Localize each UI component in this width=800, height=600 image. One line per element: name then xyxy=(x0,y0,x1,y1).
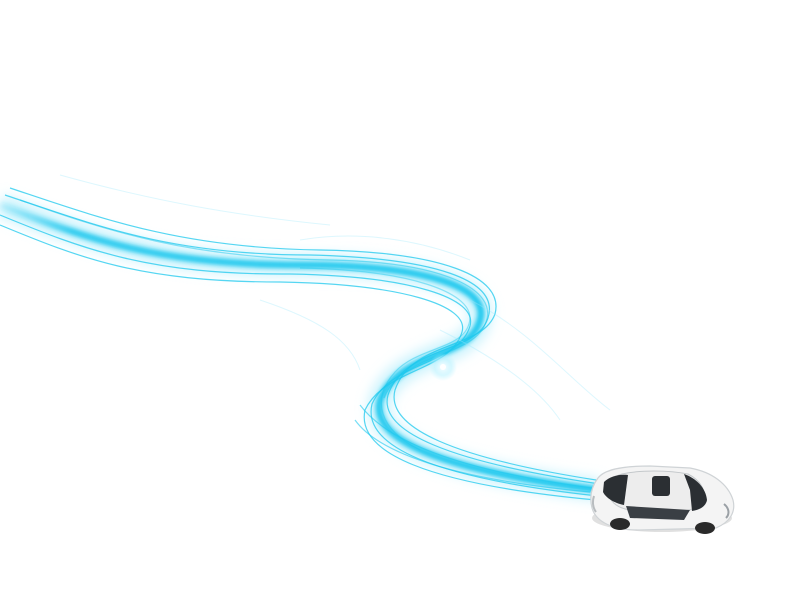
trail-glow xyxy=(0,194,602,501)
car xyxy=(590,465,735,534)
trail-strands xyxy=(0,187,601,501)
car-windshield xyxy=(684,474,707,511)
car-front-wheel xyxy=(695,522,715,534)
car-rear-wheel xyxy=(610,518,630,530)
car-sunroof xyxy=(652,476,670,496)
trail-wisps xyxy=(59,174,611,421)
car-side-windows xyxy=(626,506,690,520)
trail-core xyxy=(0,201,601,494)
car-rear-window xyxy=(603,474,628,505)
light-trail xyxy=(0,174,611,501)
